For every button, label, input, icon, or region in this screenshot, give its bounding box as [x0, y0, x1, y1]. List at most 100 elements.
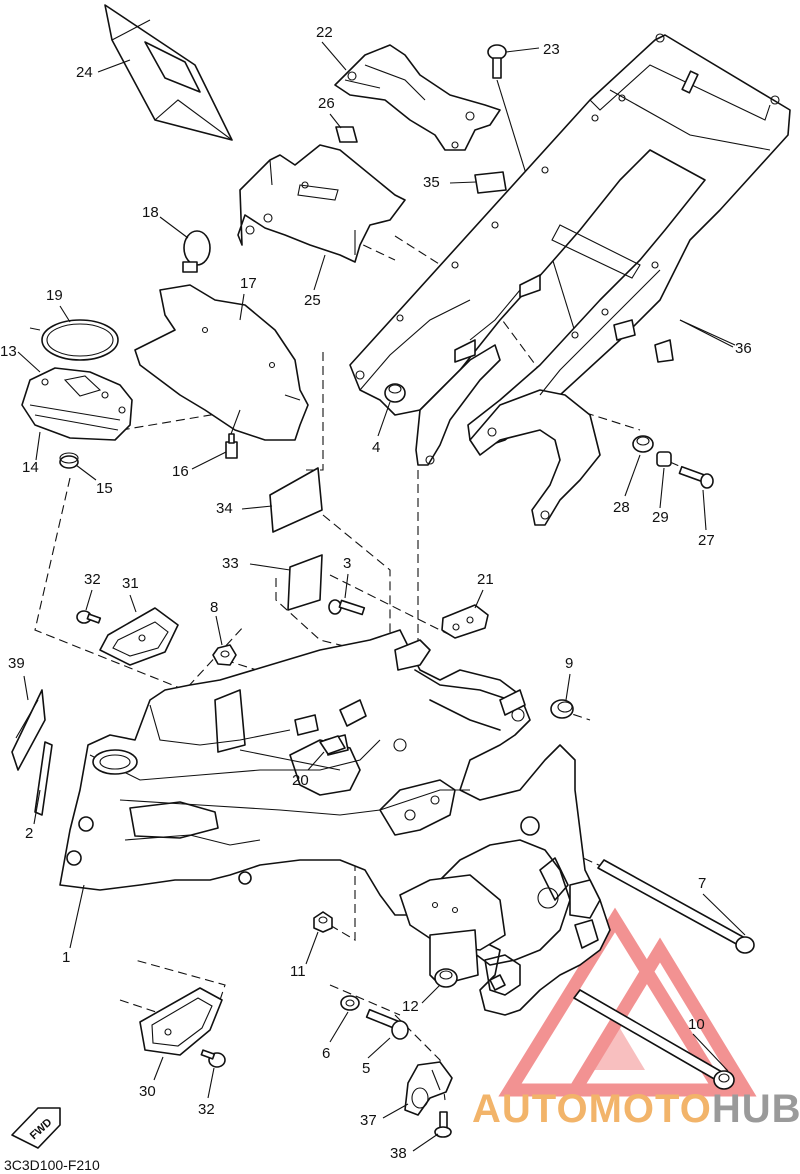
- part-17-heat-shield: [134, 284, 309, 441]
- part-11-nut: [313, 911, 333, 933]
- callout-9: 9: [565, 655, 573, 672]
- part-6-washer: [340, 995, 360, 1011]
- callout-leader-1: [69, 884, 85, 949]
- part-39-sheet: [11, 689, 46, 771]
- callout-26: 26: [318, 95, 335, 112]
- callout-leader-32: [85, 589, 93, 611]
- callout-leader-12: [421, 984, 441, 1004]
- part-5-bolt: [365, 1008, 409, 1040]
- callout-leader-7: [702, 893, 746, 936]
- callout-2: 2: [25, 825, 33, 842]
- callout-leader-25: [313, 254, 326, 291]
- watermark-text-b: HUB: [712, 1087, 800, 1131]
- callout-7: 7: [698, 875, 706, 892]
- callout-20: 20: [292, 772, 309, 789]
- callout-35: 35: [423, 174, 440, 191]
- callout-leader-4: [377, 401, 391, 437]
- callout-leader-16: [191, 451, 227, 470]
- part-38-bolt: [434, 1111, 452, 1138]
- callout-leader-8: [215, 615, 223, 646]
- part-10-long-bolt: [573, 989, 735, 1090]
- callout-32: 32: [84, 571, 101, 588]
- part-32-screw-lower: [200, 1049, 226, 1068]
- part-4-nut: [384, 383, 406, 403]
- callout-14: 14: [22, 459, 39, 476]
- callout-23: 23: [543, 41, 560, 58]
- callout-leader-21: [474, 589, 484, 609]
- part-32-screw-upper: [76, 610, 102, 624]
- callout-leader-32: [207, 1067, 215, 1099]
- callout-19: 19: [46, 287, 63, 304]
- watermark-text-a: AUTOMOTO: [472, 1087, 712, 1131]
- callout-leader-36: [679, 319, 734, 348]
- callout-4: 4: [372, 439, 380, 456]
- callout-11: 11: [290, 963, 306, 980]
- callout-leader-11: [305, 931, 319, 965]
- callout-31: 31: [122, 575, 139, 592]
- callout-leader-9: [565, 673, 571, 701]
- callout-18: 18: [142, 204, 159, 221]
- callout-3: 3: [343, 555, 351, 572]
- callout-leader-26: [329, 113, 342, 129]
- callout-16: 16: [172, 463, 189, 480]
- part-16-connector: [225, 409, 241, 459]
- part-36-rear-subframe: [349, 33, 791, 526]
- callout-29: 29: [652, 509, 669, 526]
- callout-37: 37: [360, 1112, 377, 1129]
- callout-21: 21: [477, 571, 494, 588]
- callout-6: 6: [322, 1045, 330, 1062]
- callout-leader-37: [382, 1103, 409, 1119]
- part-29-collar: [656, 451, 672, 467]
- part-7-long-bolt: [597, 859, 755, 954]
- callout-leader-15: [75, 464, 97, 481]
- part-12-bushing: [434, 968, 458, 988]
- part-9-bushing: [550, 699, 574, 719]
- part-30-cover: [139, 987, 223, 1056]
- callout-33: 33: [222, 555, 239, 572]
- callout-leader-22: [321, 41, 347, 71]
- callout-leader-2: [33, 789, 41, 825]
- callout-36: 36: [735, 340, 752, 357]
- callout-15: 15: [96, 480, 113, 497]
- part-27-bolt: [678, 465, 714, 489]
- part-18-clamp: [182, 230, 211, 273]
- callout-leader-20: [307, 751, 325, 771]
- callout-leader-19: [59, 305, 71, 323]
- part-20-damper: [319, 735, 346, 755]
- callout-39: 39: [8, 655, 25, 672]
- part-8-nut: [212, 644, 237, 666]
- part-19-o-ring: [29, 319, 119, 361]
- part-26-label-sticker: [335, 126, 358, 143]
- part-3-bolt: [328, 599, 366, 616]
- callout-32: 32: [198, 1101, 215, 1118]
- callout-leader-10: [692, 1033, 729, 1072]
- callout-leader-39: [23, 675, 29, 701]
- callout-leader-6: [329, 1011, 349, 1043]
- part-31-cover: [99, 607, 179, 666]
- watermark-text: AUTOMOTOHUB: [472, 1087, 800, 1131]
- diagram-code: 3C3D100-F210: [4, 1157, 100, 1173]
- callout-12: 12: [402, 998, 419, 1015]
- callout-leader-29: [659, 467, 665, 509]
- part-13-14-pump-cover: [21, 367, 133, 441]
- callout-25: 25: [304, 292, 321, 309]
- callout-22: 22: [316, 24, 333, 41]
- callout-leader-35: [449, 181, 477, 184]
- callout-24: 24: [76, 64, 93, 81]
- callout-leader-24: [97, 59, 131, 73]
- part-25-bracket: [237, 144, 406, 263]
- callout-leader-33: [249, 563, 291, 571]
- callout-leader-38: [412, 1133, 439, 1152]
- callout-1: 1: [62, 949, 70, 966]
- callout-numbers: 1234567891011121314151617181920212223242…: [0, 24, 752, 1162]
- callout-leader-18: [159, 216, 189, 239]
- part-21-bracket: [441, 604, 489, 639]
- callout-5: 5: [362, 1060, 370, 1077]
- callout-30: 30: [139, 1083, 156, 1100]
- callout-leader-14: [35, 431, 41, 461]
- part-24-panel: [104, 4, 233, 141]
- callout-leader-17: [239, 293, 245, 321]
- callout-leader-13: [17, 351, 41, 373]
- callout-28: 28: [613, 499, 630, 516]
